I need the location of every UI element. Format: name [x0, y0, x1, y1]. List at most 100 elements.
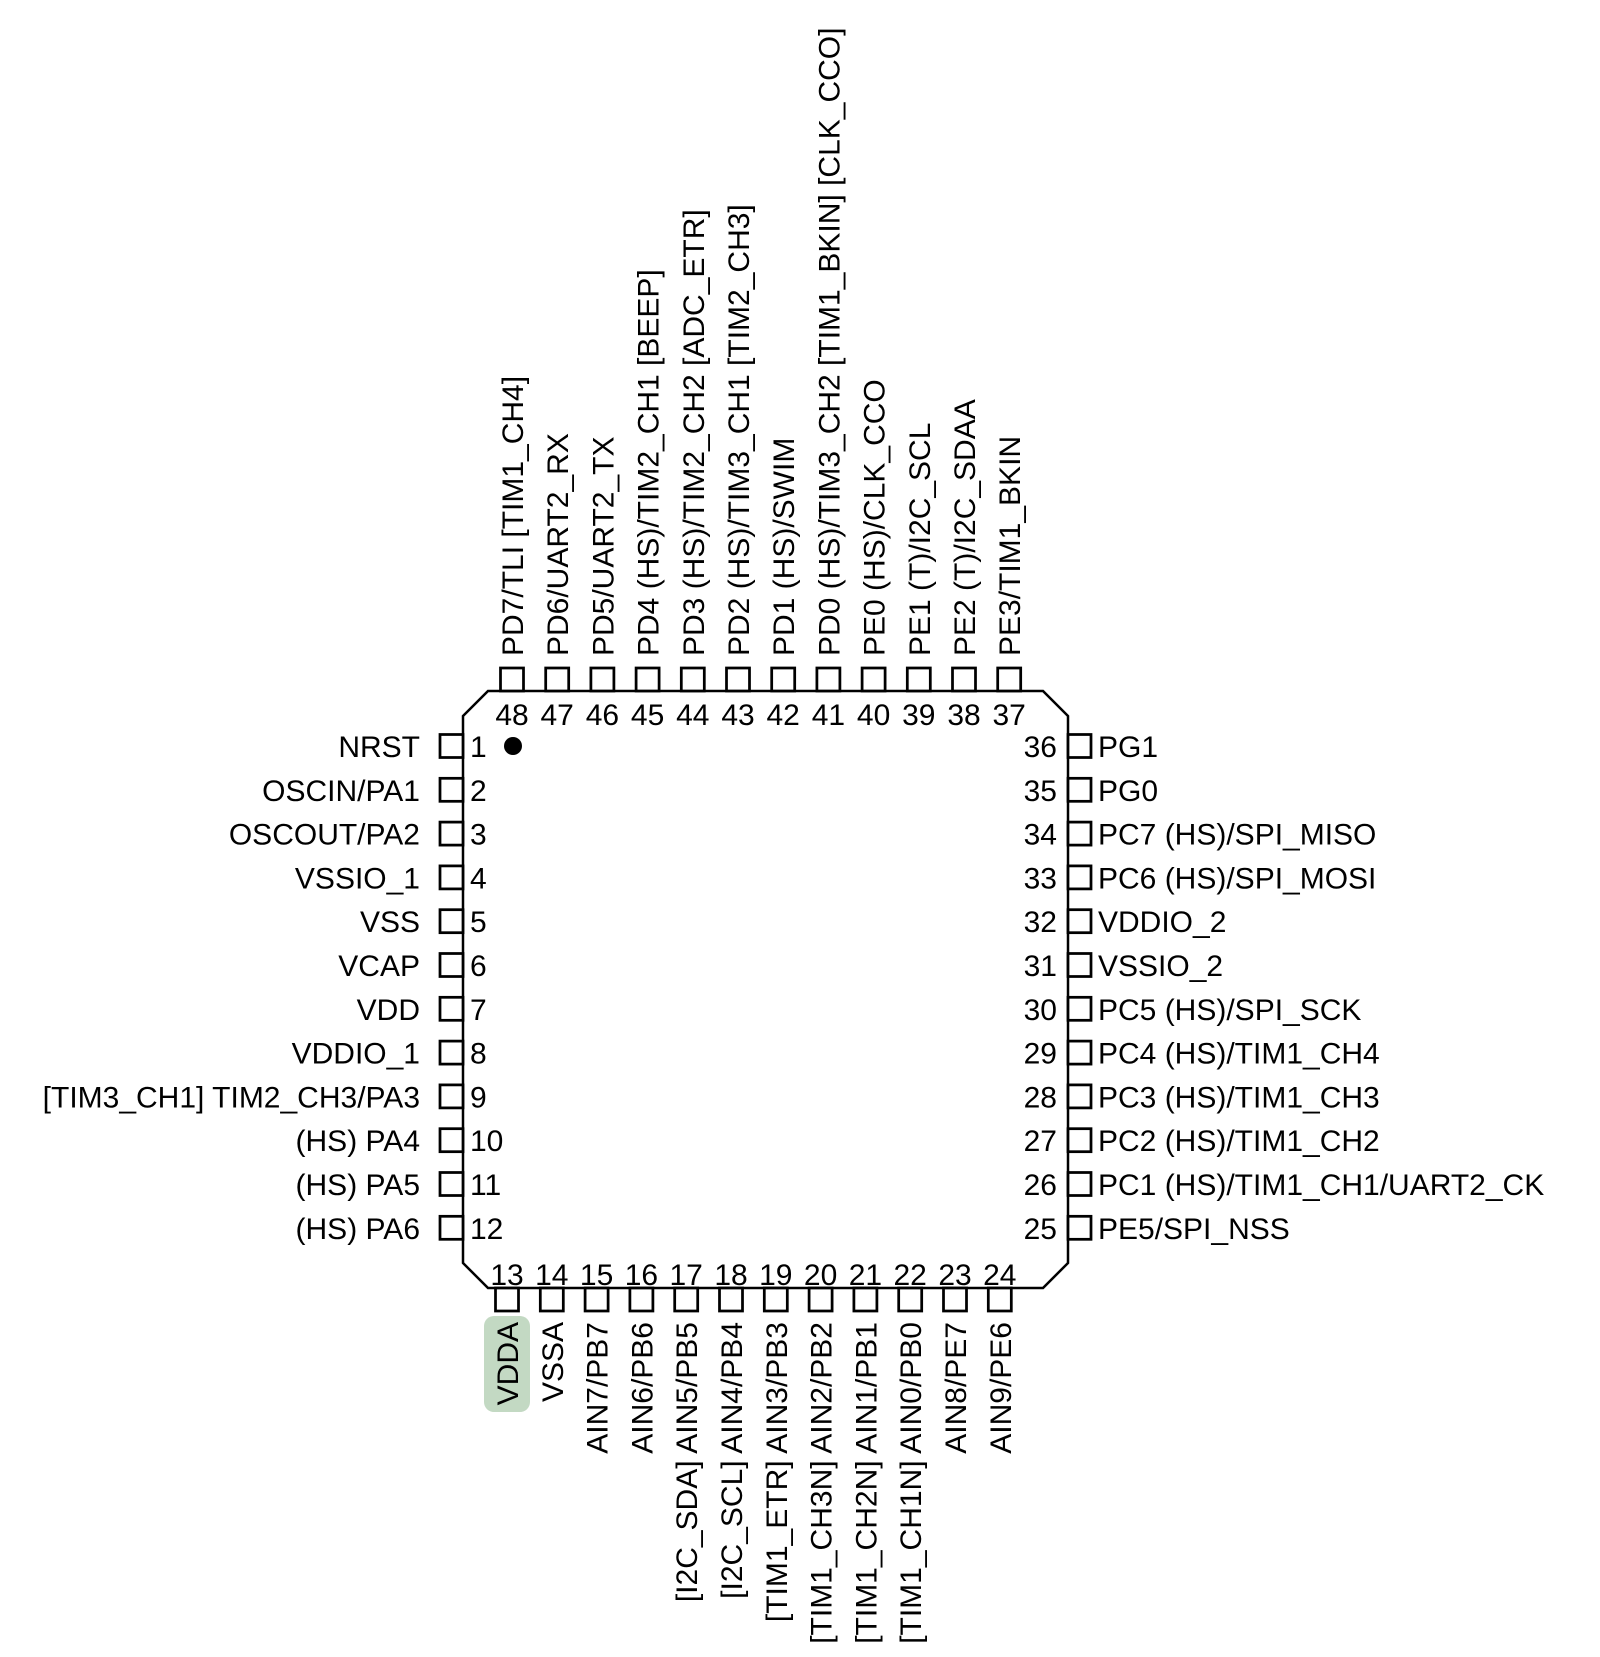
pin-number: 7: [470, 994, 487, 1027]
pin-square: [1066, 776, 1093, 803]
pin-square: [438, 952, 465, 978]
pin-number: 26: [1024, 1169, 1057, 1202]
pin-label: [TIM3_CH1] TIM2_CH3/PA3: [43, 1081, 420, 1114]
pin-square: [438, 1039, 465, 1066]
pin-label: (HS) PA5: [296, 1169, 420, 1202]
pin-number: 12: [470, 1213, 503, 1246]
pin-label: NRST: [338, 731, 420, 764]
pin-square: [1066, 1127, 1093, 1154]
pin-label: AIN8/PE7: [940, 1322, 973, 1454]
pin-label: VDDIO_2: [1098, 906, 1226, 939]
pin-label: PE2 (T)/I2C_SDAA: [949, 399, 982, 656]
pin-number: 40: [857, 699, 890, 732]
pin-10: 10(HS) PA4: [296, 1125, 504, 1158]
pin-label: PC5 (HS)/SPI_SCK: [1098, 994, 1361, 1027]
pin-number: 8: [470, 1038, 487, 1071]
pin-number: 3: [470, 819, 487, 852]
pin-number: 34: [1024, 819, 1057, 852]
pin-number: 11: [470, 1169, 501, 1202]
pin-square: [1066, 952, 1093, 978]
pin-square: [673, 1286, 700, 1313]
pin-square: [996, 666, 1023, 693]
pin-21: 21[TIM1_CH2N] AIN1/PB1: [849, 1259, 884, 1644]
pin-square: [860, 666, 887, 693]
pin-label: AIN7/PB7: [582, 1322, 615, 1454]
pin-label: (HS) PA6: [296, 1213, 420, 1246]
pin-label: PC2 (HS)/TIM1_CH2: [1098, 1125, 1380, 1158]
pin-square: [1066, 864, 1093, 891]
pin-square: [583, 1286, 610, 1313]
pin-label: VDDIO_1: [292, 1038, 420, 1071]
pin-label: PD4 (HS)/TIM2_CH1 [BEEP]: [633, 269, 666, 656]
pin-38: 38 PE2 (T)/I2C_SDAA: [947, 399, 982, 732]
pin-square: [1066, 908, 1093, 935]
pin-label: PC4 (HS)/TIM1_CH4: [1098, 1038, 1380, 1071]
pin-number: 18: [714, 1259, 747, 1292]
pin-label: [TIM1_CH3N] AIN2/PB2: [806, 1322, 839, 1644]
pin-number: 14: [535, 1259, 568, 1292]
pin-square: [438, 733, 465, 759]
pin-square: [1066, 1214, 1093, 1241]
pin-label: VDD: [357, 994, 420, 1027]
pin-number: 9: [470, 1081, 487, 1114]
pin-number: 2: [470, 775, 487, 808]
pin-number: 45: [631, 699, 664, 732]
pin-number: 33: [1024, 862, 1057, 895]
pin-square: [725, 666, 751, 693]
pin-square: [494, 1286, 520, 1313]
pin-label: [TIM1_CH2N] AIN1/PB1: [850, 1322, 883, 1644]
pin-number: 20: [804, 1259, 837, 1292]
pin-square: [438, 864, 465, 891]
pin-square: [770, 666, 797, 693]
pin-number: 41: [812, 699, 845, 732]
pin-number: 31: [1024, 950, 1057, 983]
pin-square: [986, 1286, 1013, 1313]
pin-26: 26 PC1 (HS)/TIM1_CH1/UART2_CK: [1024, 1169, 1545, 1202]
pin-label: [TIM1_CH1N] AIN0/PB0: [895, 1322, 928, 1644]
pin-square: [762, 1286, 789, 1313]
pin-square: [718, 1286, 744, 1313]
pin-label: PC1 (HS)/TIM1_CH1/UART2_CK: [1098, 1169, 1544, 1202]
pin-number: 4: [470, 862, 487, 895]
pin-square: [538, 1286, 565, 1313]
chip-body: [461, 689, 1070, 1290]
pin-number: 22: [894, 1259, 927, 1292]
pin-label: PE3/TIM1_BKIN: [994, 436, 1027, 656]
pin-square: [942, 1286, 968, 1313]
pin-number: 46: [586, 699, 619, 732]
pin-square: [438, 820, 465, 847]
pin-number: 28: [1024, 1081, 1057, 1114]
pin-number: 38: [947, 699, 980, 732]
pin-square: [815, 666, 842, 693]
pin-number: 35: [1024, 775, 1057, 808]
pin-number: 30: [1024, 994, 1057, 1027]
pin-number: 23: [938, 1259, 971, 1292]
pin-square: [1066, 1083, 1093, 1110]
pin-square: [897, 1286, 924, 1313]
pin-45: 45 PD4 (HS)/TIM2_CH1 [BEEP]: [631, 269, 666, 732]
pin-label: PC6 (HS)/SPI_MOSI: [1098, 862, 1376, 895]
pin-number: 44: [676, 699, 709, 732]
vdda-highlight: [484, 1316, 530, 1412]
